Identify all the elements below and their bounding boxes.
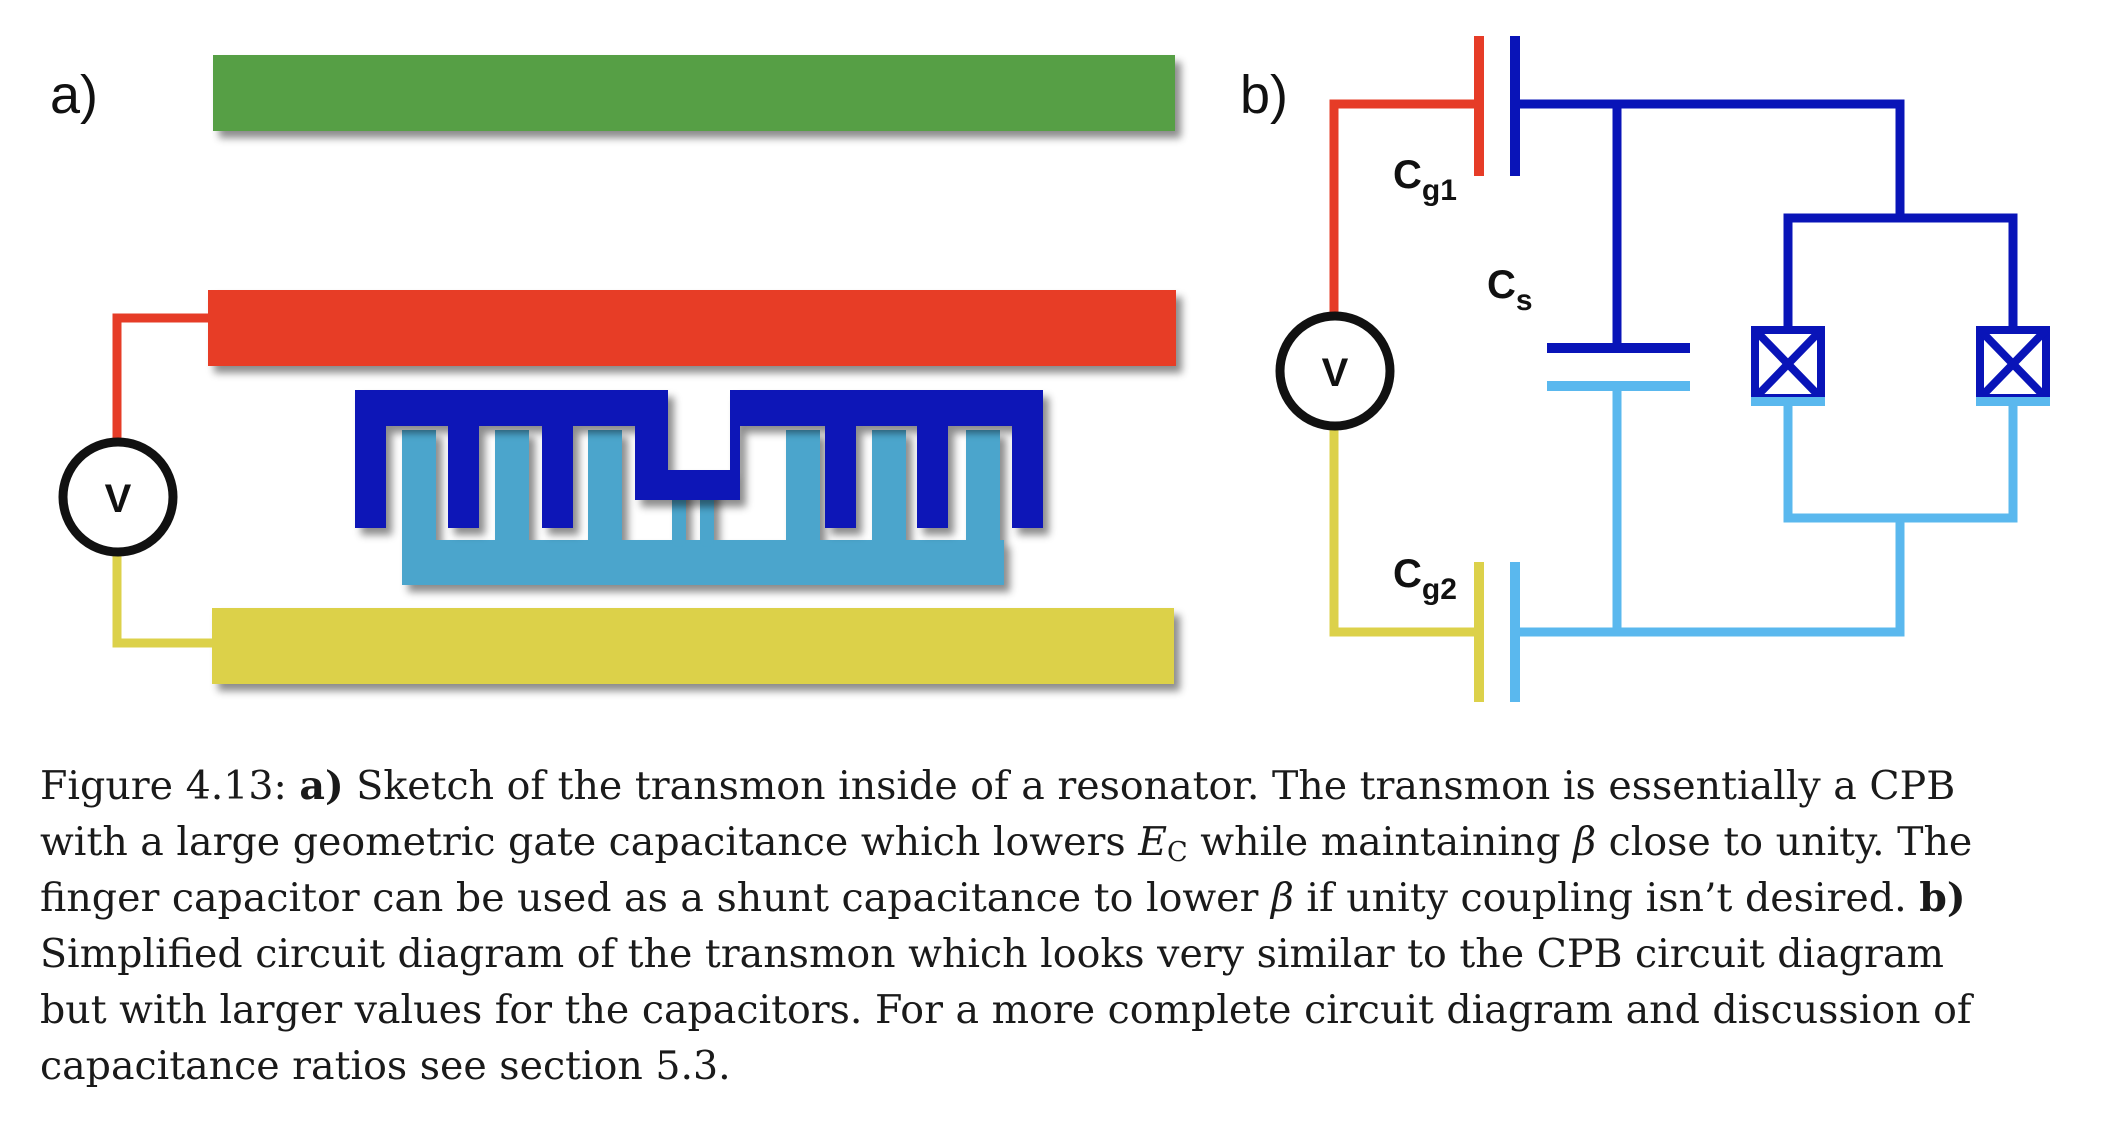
- wire-a-yellow: [112, 556, 212, 648]
- resonator-top-bar: [213, 55, 1175, 131]
- caption-text-4: Simplified circuit diagram of the transm…: [40, 931, 1944, 977]
- caption-part-b-label: b): [1919, 875, 1966, 921]
- caption-text-5: but with larger values for the capacitor…: [40, 987, 1972, 1033]
- wire-b-yellow: [1329, 426, 1474, 637]
- caption-text-1: Sketch of the transmon inside of a reson…: [356, 763, 1956, 809]
- caption-line-6: capacitance ratios see section 5.3.: [40, 1038, 2074, 1094]
- voltage-source-a: [58, 437, 178, 557]
- caption-ec-symbol: EC: [1138, 819, 1188, 868]
- caption-line-2: with a large geometric gate capacitance …: [40, 814, 2074, 870]
- caption-text-6: capacitance ratios see section 5.3.: [40, 1043, 731, 1089]
- caption-text-2b: while maintaining: [1200, 819, 1561, 865]
- caption-text-2c: close to unity. The: [1608, 819, 1973, 865]
- figure: a) V b) V: [50, 36, 2050, 702]
- wire-b-red: [1329, 99, 1474, 316]
- voltage-source-b: [1275, 311, 1395, 431]
- transmon-light-island: [402, 430, 1004, 585]
- caption-text-2a: with a large geometric gate capacitance …: [40, 819, 1126, 865]
- cs-label: Cs: [1487, 263, 1533, 317]
- panel-a-label: a): [50, 65, 98, 125]
- caption-beta-symbol-2: β: [1271, 875, 1294, 921]
- panel-b-circuit: b) V: [1240, 36, 2050, 702]
- caption-line-4: Simplified circuit diagram of the transm…: [40, 926, 2074, 982]
- cg1-label: Cg1: [1393, 153, 1457, 207]
- dark-blue-node-wires: [1515, 99, 2018, 348]
- wire-a-red: [112, 313, 208, 440]
- josephson-junction-2: [1976, 326, 2050, 406]
- panel-b-label: b): [1240, 65, 1288, 125]
- caption-text-3a: finger capacitor can be used as a shunt …: [40, 875, 1259, 921]
- caption-figure-number: Figure 4.13:: [40, 763, 287, 809]
- caption-line-5: but with larger values for the capacitor…: [40, 982, 2074, 1038]
- resonator-bottom-bar: [212, 608, 1174, 684]
- josephson-junction-1: [1751, 326, 1825, 406]
- light-blue-node-wires: [1515, 386, 2018, 637]
- voltage-source-a-label: V: [105, 477, 132, 521]
- caption-part-a-label: a): [299, 763, 344, 809]
- panel-a-sketch: a) V: [50, 55, 1176, 684]
- caption-line-1: Figure 4.13: a) Sketch of the transmon i…: [40, 758, 2074, 814]
- cg2-label: Cg2: [1393, 552, 1457, 606]
- resonator-middle-bar: [208, 290, 1176, 366]
- caption-beta-symbol-1: β: [1573, 819, 1597, 865]
- figure-caption: Figure 4.13: a) Sketch of the transmon i…: [40, 758, 2074, 1094]
- caption-text-3b: if unity coupling isn’t desired.: [1306, 875, 1907, 921]
- transmon-dark-island: [355, 390, 1043, 528]
- voltage-source-b-label: V: [1322, 351, 1349, 395]
- caption-line-3: finger capacitor can be used as a shunt …: [40, 870, 2074, 926]
